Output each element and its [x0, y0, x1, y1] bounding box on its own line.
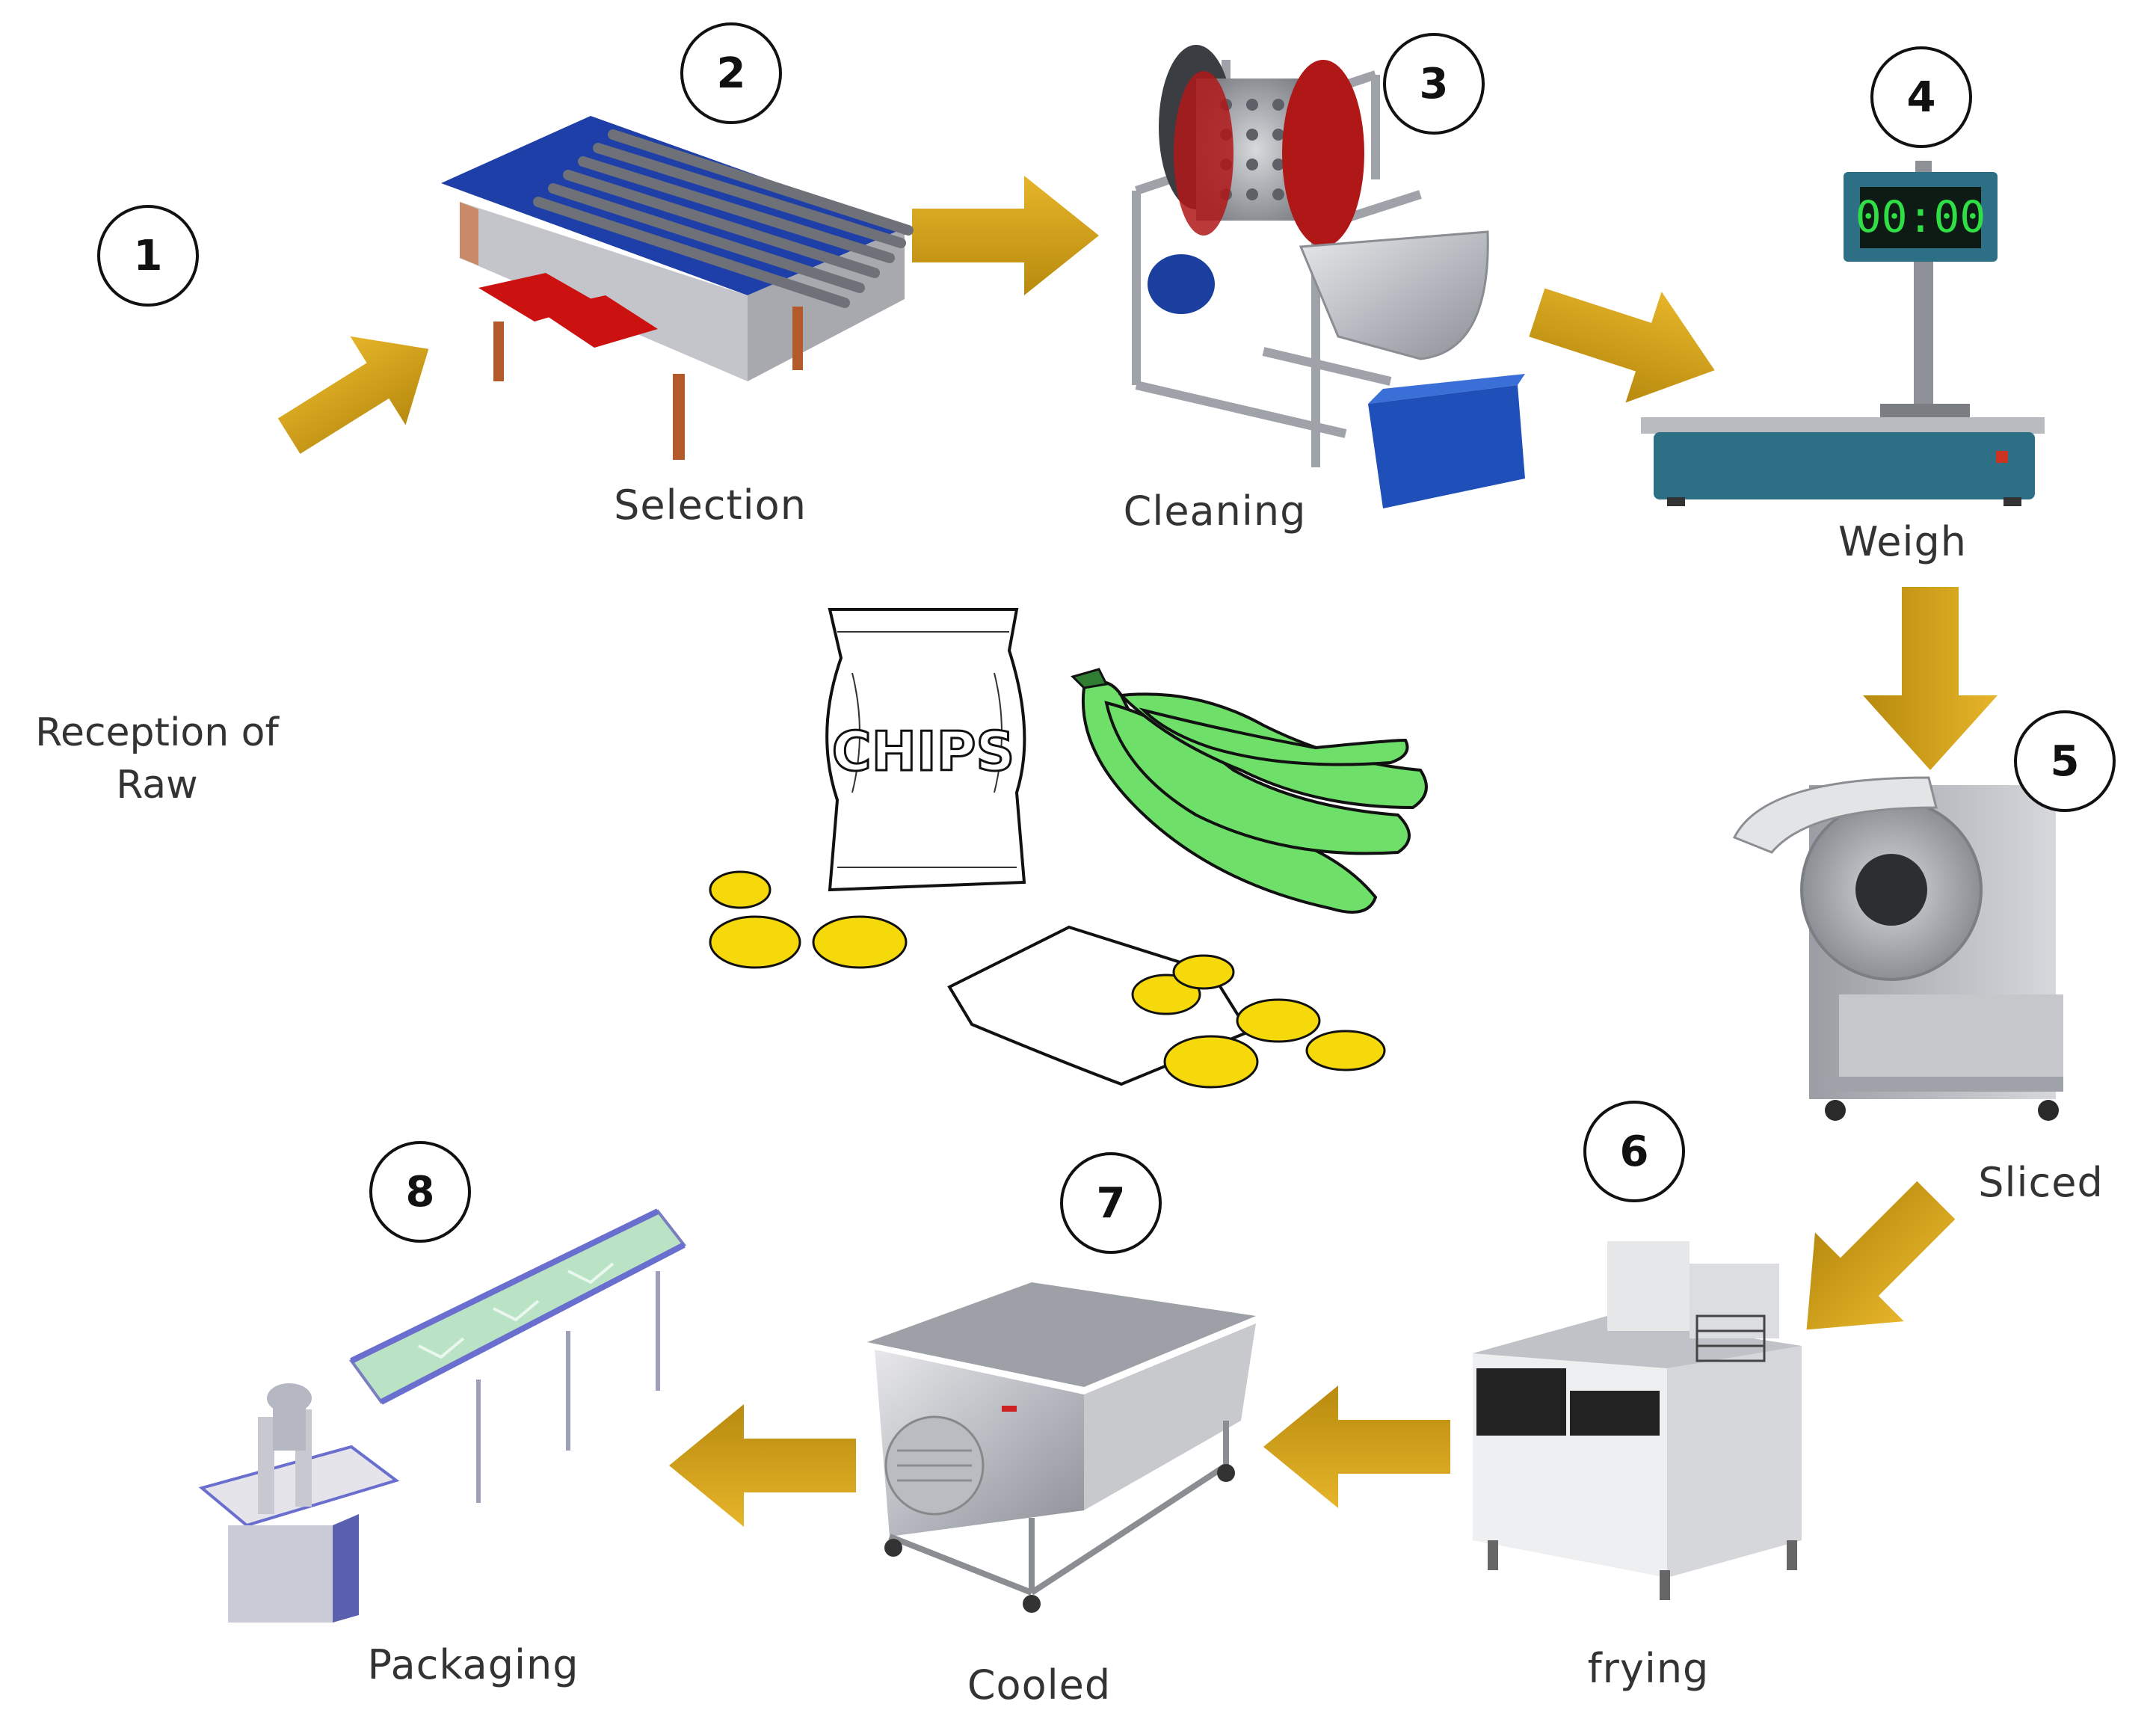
- drum-washer-icon: [1132, 45, 1525, 508]
- step-label-weigh: Weigh: [1838, 518, 1967, 565]
- step-number-7: 7: [1060, 1152, 1162, 1254]
- chips-bag-text: CHIPS: [832, 720, 1015, 783]
- step-label-sliced: Sliced: [1978, 1159, 2104, 1206]
- step-label-selection: Selection: [614, 482, 807, 529]
- step-number-1: 1: [97, 205, 199, 307]
- step-number-2: 2: [680, 22, 782, 124]
- step-label-cooled: Cooled: [967, 1661, 1112, 1709]
- arrow-cooled-to-packaging: [669, 1404, 856, 1527]
- digital-scale-icon: 00:00: [1641, 161, 2045, 506]
- arrow-cleaning-to-weigh: [1529, 288, 1715, 403]
- plantain-bunch-icon: [1071, 668, 1428, 914]
- slicer-machine-icon: [1732, 776, 2063, 1121]
- step-number-6: 6: [1583, 1101, 1685, 1202]
- arrow-sliced-to-frying: [1806, 1181, 1956, 1330]
- step-label-packaging: Packaging: [367, 1641, 579, 1688]
- arrow-weigh-to-sliced: [1863, 587, 1998, 770]
- step-label-cleaning: Cleaning: [1123, 488, 1307, 535]
- chips-bag-icon: CHIPS: [825, 608, 1026, 892]
- arrow-into-selection: [277, 336, 429, 455]
- conveyor-packaging-icon: [198, 1208, 687, 1623]
- cooling-tank-icon: [867, 1282, 1256, 1613]
- step-number-5: 5: [2014, 710, 2116, 812]
- deep-fryer-icon: [1473, 1241, 1802, 1600]
- step-number-4: 4: [1870, 46, 1972, 148]
- step-label-frying: frying: [1587, 1645, 1710, 1692]
- arrow-frying-to-cooled: [1263, 1386, 1450, 1508]
- chips-pile-icon: [709, 870, 1386, 1089]
- step-number-3: 3: [1383, 33, 1485, 135]
- arrow-selection-to-cleaning: [912, 176, 1099, 295]
- step-number-8: 8: [369, 1141, 471, 1243]
- selection-table-icon: [441, 116, 914, 460]
- scale-display-text: 00:00: [1855, 191, 1986, 242]
